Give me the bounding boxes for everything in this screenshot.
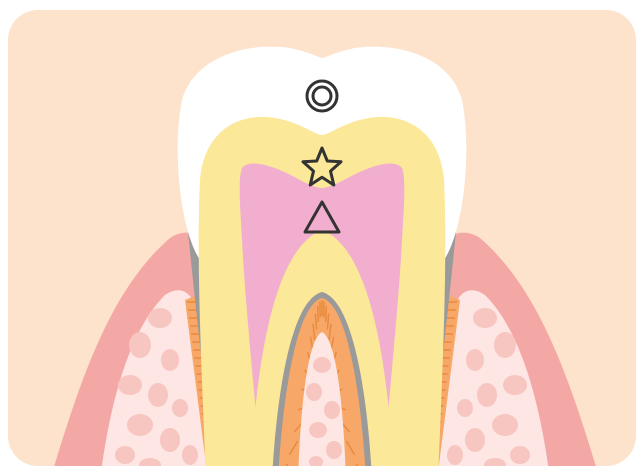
- bone-spot: [139, 458, 161, 472]
- bone-spot: [309, 456, 323, 468]
- bone-spot: [129, 332, 151, 358]
- bone-spot: [492, 414, 518, 436]
- bone-spot: [503, 375, 527, 395]
- bone-spot: [172, 399, 188, 417]
- bone-spot: [161, 349, 179, 371]
- bone-spot: [473, 308, 497, 328]
- bone-spot: [477, 383, 497, 407]
- bone-spot: [182, 445, 198, 465]
- bone-spot: [457, 399, 473, 417]
- bone-spot: [484, 458, 506, 472]
- bone-spot: [148, 383, 168, 407]
- bone-spot: [447, 445, 463, 465]
- bone-spot: [494, 332, 516, 358]
- bone-spot: [324, 401, 340, 419]
- bone-spot: [127, 414, 153, 436]
- bone-spot: [148, 308, 172, 328]
- bone-spot: [326, 441, 342, 459]
- bone-spot: [313, 357, 331, 373]
- bone-spot: [118, 375, 142, 395]
- bone-spot: [309, 422, 327, 438]
- bone-spot: [466, 349, 484, 371]
- bone-spot: [115, 446, 135, 464]
- ligament-line: [326, 306, 327, 322]
- bone-spot: [465, 428, 485, 452]
- bone-spot: [160, 428, 180, 452]
- ligament-line: [318, 306, 319, 322]
- bone-spot: [306, 383, 322, 401]
- bone-spot: [510, 446, 530, 464]
